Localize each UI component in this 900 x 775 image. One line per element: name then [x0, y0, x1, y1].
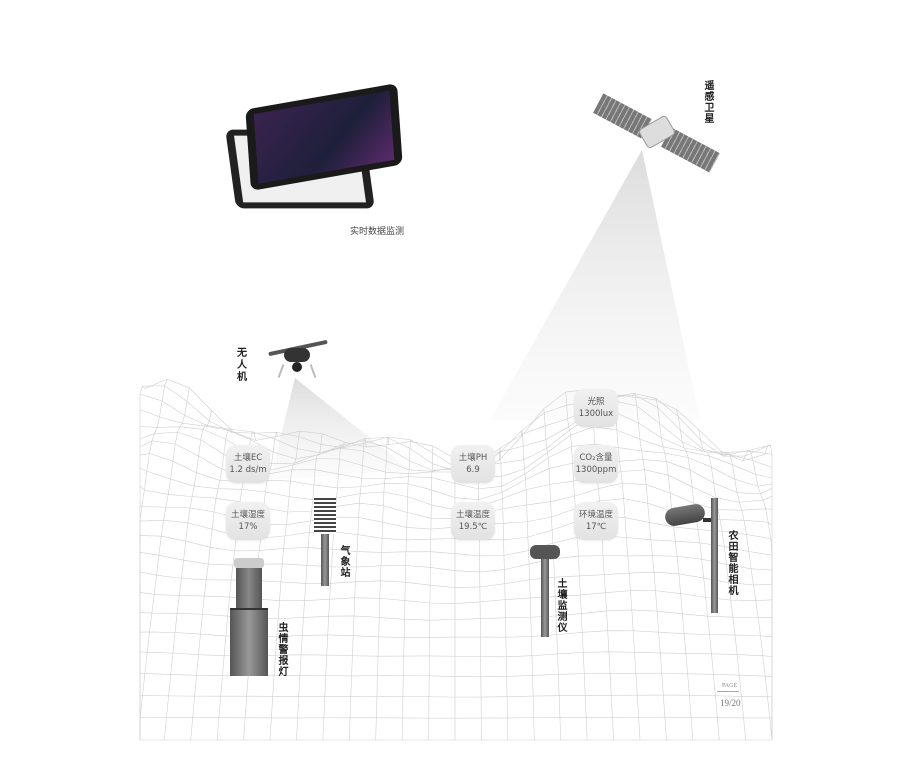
tablet-caption: 实时数据监测: [350, 227, 405, 237]
mesh-line: [139, 716, 773, 719]
mesh-line: [764, 444, 773, 740]
satellite-caption: 遥感卫星: [702, 80, 713, 124]
reading-soil-moisture: 土壤湿度 17%: [226, 502, 270, 540]
reading-value: 1.2 ds/m: [229, 465, 267, 475]
reading-label: CO₂含量: [579, 453, 613, 463]
mesh-line: [609, 393, 641, 741]
drone-beam: [270, 378, 410, 480]
reading-soil-temp: 土壤温度 19.5℃: [451, 502, 495, 540]
reading-co2: CO₂含量 1300ppm: [574, 445, 618, 483]
page-label: PAGE: [722, 683, 738, 689]
reading-label: 土壤湿度: [230, 510, 265, 520]
weather-station-caption: 气象站: [338, 545, 349, 578]
mesh-line: [654, 397, 694, 741]
reading-value: 1300ppm: [575, 465, 617, 475]
reading-value: 17℃: [585, 522, 607, 532]
reading-label: 环境温度: [578, 510, 613, 520]
camera-illustration: [663, 498, 725, 613]
soil-monitor-illustration: [530, 545, 560, 637]
satellite-beam: [490, 150, 700, 420]
mesh-line: [428, 446, 434, 741]
weather-station-illustration: [314, 498, 336, 588]
reading-soil-ph: 土壤PH 6.9: [451, 445, 495, 483]
reading-label: 土壤EC: [233, 453, 263, 463]
mesh-line: [543, 408, 562, 741]
mesh-line: [348, 437, 367, 741]
reading-label: 土壤温度: [455, 510, 490, 520]
pest-lamp-caption: 虫情警报灯: [276, 622, 287, 677]
soil-monitor-caption: 土壤监测仪: [555, 578, 566, 633]
drone-illustration: [262, 338, 334, 383]
mesh-line: [139, 387, 190, 741]
reading-value: 6.9: [466, 465, 480, 475]
reading-soil-ec: 土壤EC 1.2 ds/m: [226, 445, 270, 483]
mesh-line: [698, 429, 747, 741]
camera-caption: 农田智能相机: [726, 530, 737, 596]
mesh-line: [587, 389, 614, 741]
mesh-line: [720, 450, 773, 741]
mesh-line: [139, 379, 168, 740]
page-divider: [717, 691, 739, 692]
reading-value: 19.5℃: [458, 522, 488, 532]
mesh-line: [163, 410, 212, 741]
mesh-line: [631, 392, 667, 741]
mesh-line: [296, 433, 323, 741]
mesh-line: [401, 439, 412, 741]
reading-ambient-temp: 环境温度 17℃: [574, 502, 618, 540]
reading-label: 光照: [587, 397, 605, 407]
reading-value: 1300lux: [578, 409, 614, 419]
mesh-line: [190, 428, 234, 741]
mesh-line: [676, 409, 720, 741]
mesh-line: [139, 385, 146, 740]
tablet-illustration: [225, 83, 403, 210]
mesh-line: [375, 436, 389, 741]
mesh-line: [139, 694, 773, 698]
mesh-line: [498, 448, 509, 741]
drone-caption: 无人机: [237, 348, 248, 383]
pest-lamp-illustration: [230, 558, 268, 676]
mesh-line: [521, 430, 535, 741]
mesh-line: [269, 431, 301, 741]
reading-light: 光照 1300lux: [574, 389, 618, 427]
reading-label: 土壤PH: [458, 453, 488, 463]
reading-value: 17%: [238, 522, 258, 532]
page-number: 19/20: [720, 698, 741, 708]
